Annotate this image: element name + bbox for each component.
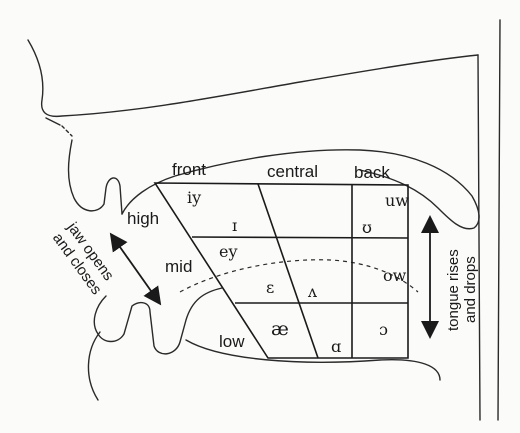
column-label-back: back — [354, 163, 390, 182]
vowel-uh: ʊ — [362, 218, 372, 237]
chin-outline — [88, 332, 100, 400]
pharynx-wall — [478, 55, 480, 420]
vowel-ey: ey — [219, 242, 238, 261]
row-line-high-mid — [192, 237, 408, 238]
row-label-low: low — [219, 332, 245, 351]
vowel-iy: iy — [187, 188, 201, 207]
upper-jaw-dash — [62, 126, 72, 136]
row-label-mid: mid — [165, 257, 192, 276]
right-edge-line — [498, 20, 500, 420]
column-label-front: front — [172, 160, 206, 179]
tongue-label-line1: tongue rises — [445, 249, 462, 331]
vowel-ow: ow — [383, 266, 407, 285]
vowel-eh: ɛ — [266, 278, 274, 297]
vowel-uw: uw — [385, 191, 409, 210]
row-label-high: high — [127, 209, 159, 228]
vowel-ao: ɔ — [379, 320, 388, 339]
vowel-ih: ɪ — [232, 216, 237, 235]
tongue-label: tongue rises and drops — [445, 249, 479, 331]
skull-outline — [28, 40, 478, 116]
jaw-label: jaw opens and closes — [48, 219, 119, 298]
column-label-central: central — [267, 162, 318, 181]
upper-lip — [69, 140, 123, 214]
vowel-ah: ʌ — [307, 282, 317, 301]
vowel-aa: ɑ — [331, 337, 341, 356]
lower-jaw — [94, 288, 222, 354]
jaw-arrow — [115, 240, 156, 298]
upper-jaw-line — [46, 118, 60, 125]
vowel-ae: æ — [271, 318, 289, 340]
tongue-label-line2: and drops — [462, 256, 479, 323]
